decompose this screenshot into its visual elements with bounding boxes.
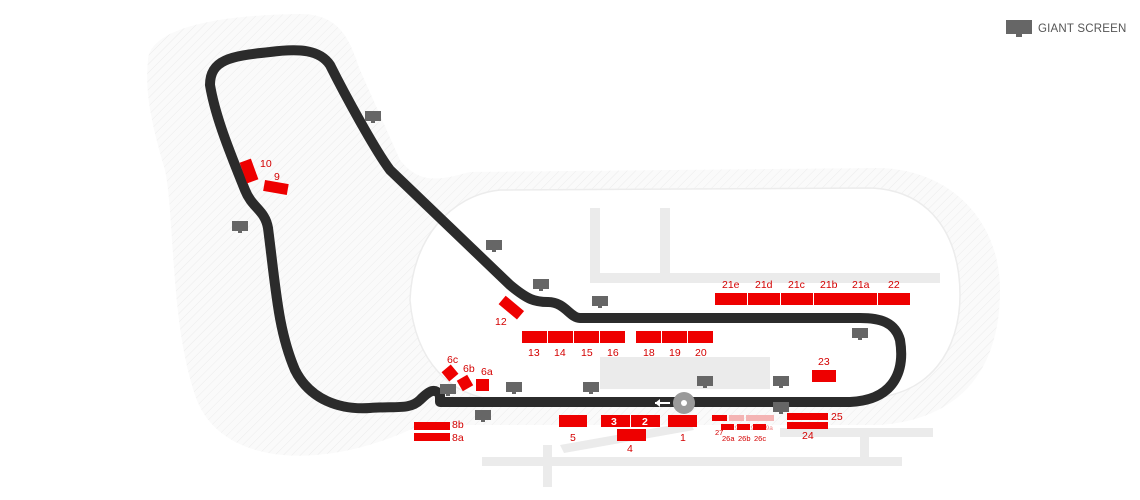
legend: GIANT SCREEN [1006,20,1126,38]
stand-label: 10 [260,158,272,170]
stand-label: 5 [570,432,576,444]
stand-21c[interactable] [781,293,813,305]
stand-21b[interactable] [814,293,846,305]
stand-4[interactable] [617,429,646,441]
stand-3[interactable] [601,415,630,427]
stand-26b[interactable] [737,424,750,430]
stand-label: 29b [747,425,758,432]
stand-29b[interactable] [746,415,761,421]
stand-label: 3 [611,416,617,428]
stand-label: 9 [274,171,280,183]
legend-label: GIANT SCREEN [1038,23,1127,35]
stand-label: 21b [820,279,838,291]
stand-6a[interactable] [476,379,489,391]
stand-label: 12 [495,316,507,328]
stand-13[interactable] [522,331,547,343]
stand-15[interactable] [574,331,599,343]
stand-8b[interactable] [414,422,450,430]
giant-screen-icon [1006,20,1032,37]
stand-24[interactable] [787,422,828,429]
stand-label: 29a [762,425,773,432]
stand-label: 6a [481,366,493,378]
stand-label: 26a [722,434,735,443]
stand-29a[interactable] [761,415,774,421]
stand-26c[interactable] [753,424,766,430]
stand-26a[interactable] [721,424,734,430]
stand-21a[interactable] [845,293,877,305]
stand-label: 20 [695,347,707,359]
stand-label: 15 [581,347,593,359]
stand-label: 21c [788,279,805,291]
stand-20[interactable] [688,331,713,343]
stand-label: 21e [722,279,740,291]
stand-label: 25 [831,411,843,423]
stand-label: 6b [463,363,475,375]
stand-label: 8b [452,419,464,431]
stand-29c[interactable] [729,415,744,421]
stand-label: 2 [642,416,648,428]
stand-2[interactable] [631,415,660,427]
pit-lane-marker [655,392,695,414]
grandstands: 10 9 12 13 14 15 16 18 19 20 21e 21d 21c… [239,158,910,455]
stand-8a[interactable] [414,433,450,441]
stand-label: 18 [643,347,655,359]
runoff-area [147,14,1000,456]
stand-label: 1 [680,432,686,444]
stand-label: 24 [802,430,814,442]
stand-10[interactable] [239,158,259,184]
stand-23[interactable] [812,370,836,382]
stand-label: 21a [852,279,870,291]
stand-label: 29c [731,425,742,432]
stand-label: 8a [452,432,464,444]
stand-14[interactable] [548,331,573,343]
stand-label: 26c [754,434,766,443]
stand-16[interactable] [600,331,625,343]
stand-label: 6c [447,354,458,366]
race-track [205,45,907,414]
stand-12[interactable] [498,295,525,320]
stand-22[interactable] [878,293,910,305]
stand-label: 27 [715,428,723,437]
stand-9[interactable] [263,179,289,195]
stand-label: 4 [627,443,633,455]
stand-label: 22 [888,279,900,291]
stand-6c[interactable] [441,364,459,382]
stand-label: 19 [669,347,681,359]
stand-label: 23 [818,356,830,368]
stand-label: 14 [554,347,566,359]
stand-label: 16 [607,347,619,359]
stand-1[interactable] [668,415,697,427]
stand-21e[interactable] [715,293,747,305]
stand-label: 13 [528,347,540,359]
stand-27[interactable] [712,415,727,421]
stand-5[interactable] [559,415,587,427]
stand-6b[interactable] [456,374,474,392]
stand-19[interactable] [662,331,687,343]
stand-18[interactable] [636,331,661,343]
stand-label: 26b [738,434,751,443]
stand-21d[interactable] [748,293,780,305]
stand-label: 21d [755,279,773,291]
stand-25[interactable] [787,413,828,420]
